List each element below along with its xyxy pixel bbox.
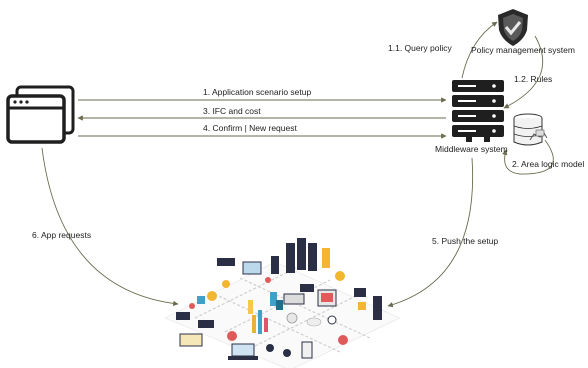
ifc-cost-label: 3. IFC and cost — [203, 106, 261, 116]
iot-city-illustration — [164, 238, 401, 368]
rules-label: 1.2. Rules — [514, 74, 553, 84]
arrow-rules — [503, 35, 544, 109]
arrow-app-requests — [41, 147, 179, 307]
arrow-query-policy — [461, 21, 498, 79]
confirm-request-label: 4. Confirm | New request — [203, 123, 297, 133]
policy-management-system-label: Policy management system — [471, 45, 575, 55]
app-requests-label: 6. App requests — [32, 230, 92, 240]
database-icon — [513, 113, 548, 146]
area-logic-model-label: 2. Area logic model — [512, 159, 585, 169]
server-rack-icon — [452, 80, 504, 142]
push-setup-label: 5. Push the setup — [432, 236, 499, 246]
arrow-area-logic-model — [502, 139, 554, 175]
shield-icon — [498, 9, 528, 46]
browser-window-icon — [6, 85, 75, 144]
arrow-push-setup — [387, 157, 474, 308]
middleware-system-label: Middleware system — [435, 144, 508, 154]
query-policy-label: 1.1. Query policy — [388, 43, 452, 53]
app-scenario-setup-label: 1. Application scenario setup — [203, 87, 312, 97]
